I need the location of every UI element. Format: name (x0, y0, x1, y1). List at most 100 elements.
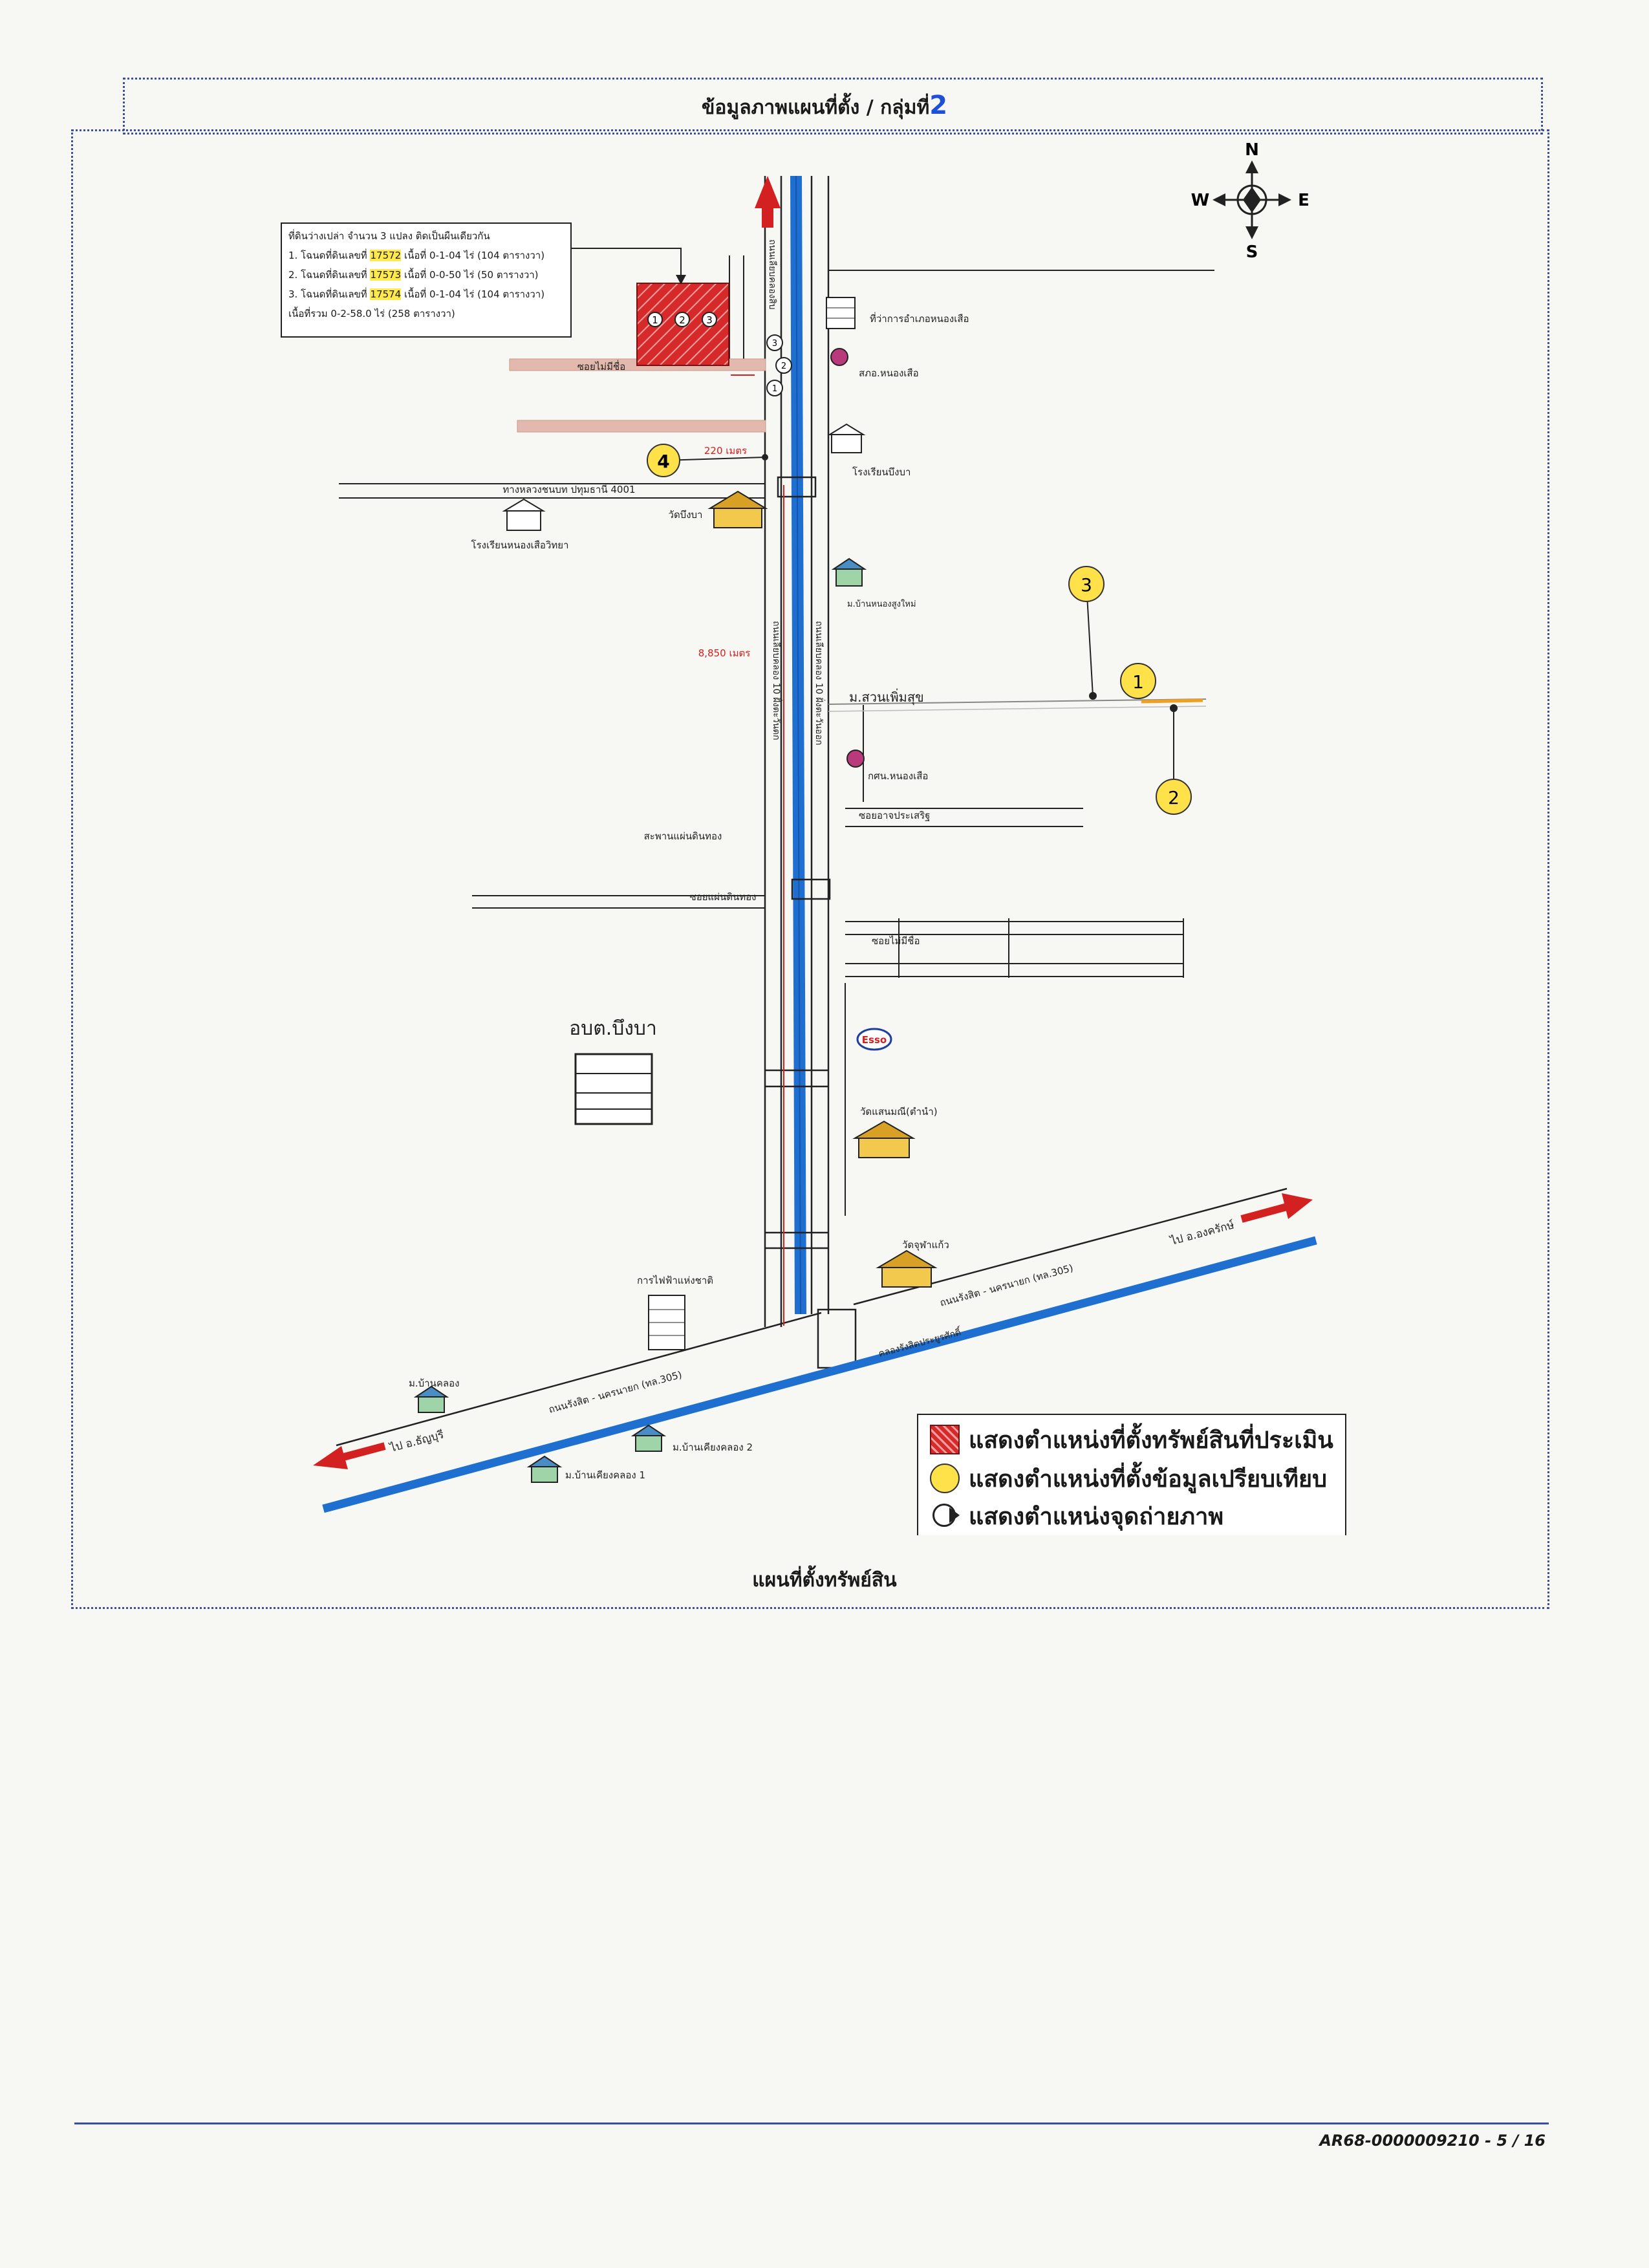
compass-w: W (1191, 191, 1210, 210)
plot-1-label: 1 (652, 314, 658, 326)
compass-south-arrow-icon (1245, 226, 1258, 239)
label-village-ban-khiao-2: ม.บ้านเคียงคลอง 2 (673, 1442, 753, 1453)
plot-2-label: 2 (679, 314, 685, 326)
comparable-marker-2: 2 (1156, 704, 1192, 815)
road-suan-phoem-suk (828, 698, 1207, 705)
info-line-4-post: เนื้อที่ 0-1-04 ไร่ (104 ตารางวา) (404, 288, 545, 300)
esso-label: Esso (862, 1034, 887, 1046)
label-dist-8850: 8,850 เมตร (698, 647, 751, 659)
soi-unnamed-strip (517, 420, 766, 433)
label-bridge-phanthong: สะพานแผ่นดินทอง (644, 830, 722, 842)
school-icon-bueng-ba (827, 423, 866, 453)
label-electricity: การไฟฟ้าแห่งชาติ (637, 1275, 713, 1286)
label-police-station: สภอ.หนองเสือ (859, 367, 919, 379)
info-line-4-pre: 3. โฉนดที่ดินเลขที่ (288, 288, 367, 300)
label-village-ban-khiao-1: ม.บ้านเคียงคลอง 1 (565, 1469, 645, 1481)
map-frame (71, 129, 1549, 1609)
compass-north-arrow-icon (1245, 160, 1258, 173)
label-soi-phanthong: ซอยแผ่นดินทอง (690, 891, 757, 903)
rangsit-canal (322, 1236, 1317, 1513)
legend-subject-swatch (930, 1425, 960, 1454)
compass-e: E (1298, 191, 1310, 210)
legend-subject-label: แสดงตำแหน่งที่ตั้งทรัพย์สินที่ประเมิน (969, 1427, 1333, 1454)
legend-item-subject: แสดงตำแหน่งที่ตั้งทรัพย์สินที่ประเมิน (930, 1421, 1333, 1458)
info-line-3: 2. โฉนดที่ดินเลขที่ 17573 เนื้อที่ 0-0-5… (288, 265, 564, 285)
label-road-4001: ทางหลวงชนบท ปทุมธานี 4001 (502, 484, 635, 496)
deed-17572: 17572 (370, 250, 402, 261)
label-district-office: ที่ว่าการอำเภอหนองเสือ (870, 312, 969, 325)
arrow-to-ongkharak (1240, 1193, 1313, 1223)
footer-rule (74, 2122, 1549, 2124)
arrow-to-thanyaburi (313, 1442, 386, 1469)
page-title: ข้อมูลภาพแผนที่ตั้ง / กลุ่มที่2 (0, 91, 1649, 123)
comparable-marker-3: 3 (1068, 566, 1105, 700)
east-side-roads (828, 270, 1214, 1216)
compass-rose: N S W E (1191, 140, 1310, 262)
label-soi-mai-ruea: ซอยไม่มีชื่อ (577, 360, 626, 373)
distance-markers (731, 374, 784, 1326)
label-road-canal-east: ถนนเลียบคลอง 10 ฝั่งตะวันออก (814, 621, 825, 745)
label-road-305-b: ถนนรังสิต - นครนายก (ทล.305) (938, 1262, 1074, 1308)
comparable-2-label: 2 (1168, 787, 1180, 808)
comparable-4-label: 4 (657, 451, 669, 472)
seal-icon-gov-nongsua (846, 750, 865, 768)
building-icon-district-office (826, 297, 856, 329)
title-frame (123, 78, 1543, 135)
house-icon-village-nongsua (831, 557, 867, 587)
legend-comparable-label: แสดงตำแหน่งที่ตั้งข้อมูลเปรียบเทียบ (969, 1465, 1327, 1493)
temple-icon-saen (852, 1120, 916, 1158)
property-info-box: ที่ดินว่างเปล่า จำนวน 3 แปลง ติดเป็นผืนเ… (281, 222, 572, 338)
label-wat-bueng-ba: วัดบึงบา (669, 509, 703, 521)
info-line-5: เนื้อที่รวม 0-2-58.0 ไร่ (258 ตารางวา) (288, 308, 455, 319)
photo-points: 3 2 1 (766, 334, 792, 396)
info-line-2-pre: 1. โฉนดที่ดินเลขที่ (288, 250, 367, 261)
label-soi-prasertsri: ซอยอาจประเสริฐ (859, 810, 930, 821)
info-line-4: 3. โฉนดที่ดินเลขที่ 17574 เนื้อที่ 0-1-0… (288, 285, 564, 304)
page-title-text: ข้อมูลภาพแผนที่ตั้ง / กลุ่มที่ (701, 96, 930, 119)
deed-17573: 17573 (370, 269, 402, 281)
label-dist-220: 220 เมตร (704, 445, 747, 457)
plot-markers: 1 2 3 (647, 312, 717, 327)
label-gov-nongsua: กศน.หนองเสือ (868, 770, 928, 782)
comparable-marker-1: 1 (1120, 663, 1156, 699)
label-village-nongsua: ม.บ้านหนองสูงใหม่ (847, 599, 916, 609)
temple-icon-chulakaew (876, 1249, 938, 1288)
compass-east-arrow-icon (1278, 193, 1291, 206)
info-line-3-post: เนื้อที่ 0-0-50 ไร่ (50 ตารางวา) (404, 269, 539, 281)
document-id: AR68-0000009210 - 5 / 16 (1319, 2132, 1546, 2150)
bridges (765, 476, 857, 1369)
label-school-bueng-ba: โรงเรียนบึงบา (852, 466, 911, 478)
esso-icon: Esso (856, 1028, 892, 1051)
seal-icon-police (830, 348, 848, 366)
label-obt-bueng-ba: อบต.บึงบา (569, 1017, 657, 1040)
legend-comparable-swatch (930, 1463, 960, 1493)
photo-point-3-label: 3 (772, 339, 777, 349)
label-to-ongkharak: ไป อ.องครักษ์ (1168, 1218, 1236, 1248)
house-icon-ban-khlong (413, 1385, 449, 1413)
label-road-top-canal: ถนนเลียบคลองสิบ (767, 239, 777, 310)
label-road-305-a: ถนนรังสิต - นครนายก (ทล.305) (547, 1368, 683, 1415)
info-line-2: 1. โฉนดที่ดินเลขที่ 17572 เนื้อที่ 0-1-0… (288, 246, 564, 265)
info-line-1: ที่ดินว่างเปล่า จำนวน 3 แปลง ติดเป็นผืนเ… (288, 230, 490, 242)
legend-item-comparable: แสดงตำแหน่งที่ตั้งข้อมูลเปรียบเทียบ (930, 1460, 1327, 1496)
label-soi-mai-ruea-2: ซอยไม่มีชื่อ (872, 934, 920, 947)
office-building-icon-obt (574, 1053, 653, 1125)
label-suan-phoem-suk: ม.สวนเพิ่มสุข (849, 688, 924, 706)
label-road-canal-west: ถนนเลียบคลอง 10 ฝั่งตะวันตก (771, 621, 782, 740)
legend-item-photo: แสดงตำแหน่งจุดถ่ายภาพ (930, 1498, 1223, 1534)
plot-3-label: 3 (706, 314, 713, 326)
building-icon-electricity (648, 1295, 685, 1350)
info-line-2-post: เนื้อที่ 0-1-04 ไร่ (104 ตารางวา) (404, 250, 545, 261)
label-wat-saen: วัดแสนมณี(ตำนำ) (860, 1106, 938, 1118)
comparable-1-label: 1 (1132, 671, 1144, 693)
map-caption: แผนที่ตั้งทรัพย์สิน (752, 1569, 897, 1592)
photo-point-1-label: 1 (772, 384, 777, 394)
label-village-bankhlong: ม.บ้านคลอง (409, 1377, 459, 1389)
label-wat-chulakaew: วัดจุฬาแก้ว (902, 1239, 949, 1251)
photo-point-icon (930, 1501, 960, 1531)
compass-n: N (1245, 140, 1259, 160)
north-direction-arrow (755, 176, 781, 228)
map-legend: แสดงตำแหน่งที่ตั้งทรัพย์สินที่ประเมิน แส… (917, 1414, 1346, 1535)
compass-s: S (1246, 243, 1258, 262)
